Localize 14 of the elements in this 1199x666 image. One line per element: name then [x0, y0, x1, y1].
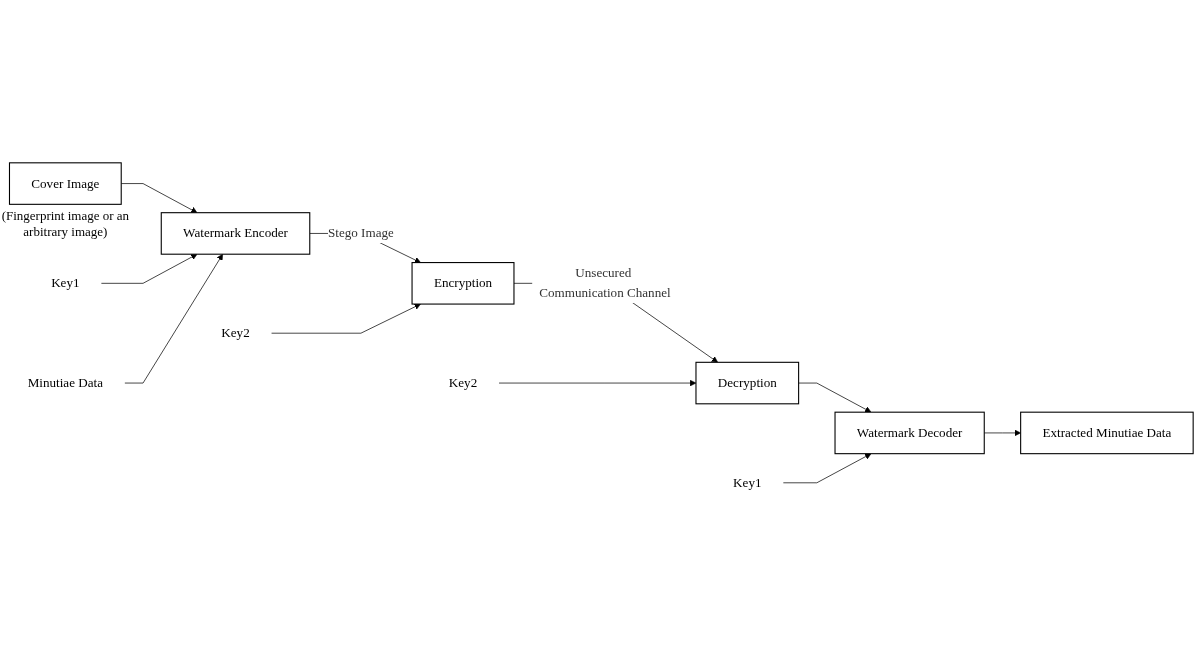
node-box: Cover Image [8, 162, 122, 205]
node-box: Decryption [695, 361, 800, 405]
node-box: Encryption [411, 261, 515, 305]
node-box: Watermark Encoder [160, 211, 311, 255]
node-text: Key2 [448, 375, 478, 390]
node-text: Key1 [733, 474, 762, 490]
node-text: Key2 [221, 325, 250, 340]
node-caption: (Fingerprint image or an arbitrary image) [0, 208, 131, 241]
node-box: Watermark Decoder [834, 411, 985, 455]
node-text: Minutiae Data [27, 375, 104, 390]
node-box: Extracted Minutiae Data [1020, 411, 1194, 455]
node-text: Key1 [51, 275, 80, 291]
edge-label: Unsecured Communication Channel [539, 265, 671, 300]
edge-label: Stego Image [327, 225, 394, 241]
